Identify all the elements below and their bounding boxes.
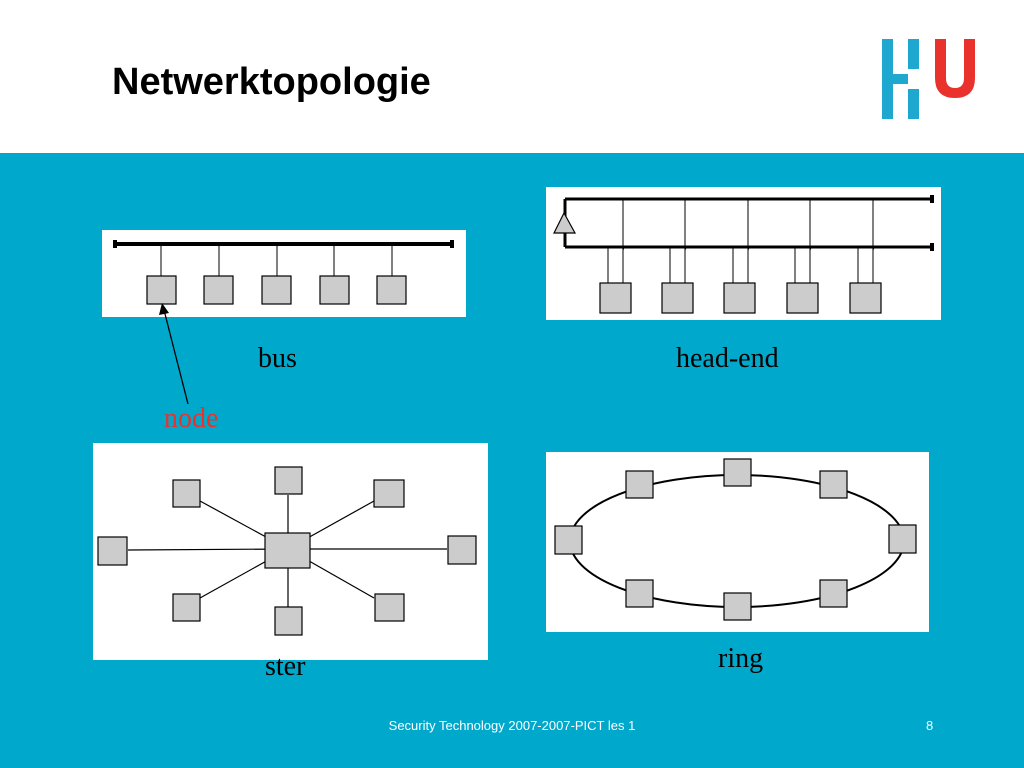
ring-node	[888, 524, 917, 554]
star-node	[97, 536, 128, 566]
head-end-node	[599, 282, 632, 314]
logo-bar-mid-top	[908, 39, 919, 69]
head-end-diagram	[546, 187, 941, 320]
star-label: ster	[265, 651, 306, 682]
node-pointer-arrow	[159, 303, 189, 405]
head-end-node	[849, 282, 882, 314]
page-number: 8	[926, 718, 934, 733]
hu-logo	[882, 39, 975, 119]
head-end-line-end-top	[930, 195, 934, 203]
head-end-taps	[607, 199, 875, 283]
head-end-node	[661, 282, 694, 314]
star-hub	[264, 532, 311, 569]
ring-node	[723, 592, 752, 621]
bus-line-end-right	[450, 240, 454, 248]
ring-diagram	[546, 452, 929, 632]
head-end-amplifier-icon	[553, 211, 577, 234]
ring-node	[819, 470, 848, 499]
bus-line-end-left	[113, 240, 117, 248]
logo-crossbar	[893, 74, 908, 84]
logo-bar-left	[882, 39, 893, 119]
head-end-node	[723, 282, 756, 314]
bus-diagram	[102, 230, 466, 317]
bus-node	[376, 275, 407, 305]
head-end-node	[786, 282, 819, 314]
slide-footer: Security Technology 2007-2007-PICT les 1	[388, 718, 636, 733]
star-node	[374, 593, 405, 622]
star-node	[172, 593, 201, 622]
ring-line	[569, 474, 905, 608]
node-label: node	[164, 403, 219, 434]
bus-node	[261, 275, 292, 305]
ring-node	[723, 458, 752, 487]
bus-node	[319, 275, 350, 305]
bus-node	[203, 275, 234, 305]
slide-title: Netwerktopologie	[112, 61, 431, 103]
ring-node	[819, 579, 848, 608]
star-diagram	[93, 443, 488, 660]
star-node	[172, 479, 201, 508]
ring-node	[625, 579, 654, 608]
logo-u	[935, 39, 975, 98]
bus-label: bus	[258, 343, 297, 374]
star-node	[373, 479, 405, 508]
star-node	[274, 606, 303, 636]
slide-header: Netwerktopologie	[0, 0, 1024, 153]
bus-node	[146, 275, 177, 305]
ring-node	[625, 470, 654, 499]
head-end-line-end-bottom	[930, 243, 934, 251]
head-end-label: head-end	[676, 343, 779, 374]
ring-label: ring	[718, 643, 764, 674]
logo-bar-mid-bottom	[908, 89, 919, 119]
star-node	[274, 466, 303, 495]
ring-node	[554, 525, 583, 555]
star-node	[447, 535, 477, 565]
